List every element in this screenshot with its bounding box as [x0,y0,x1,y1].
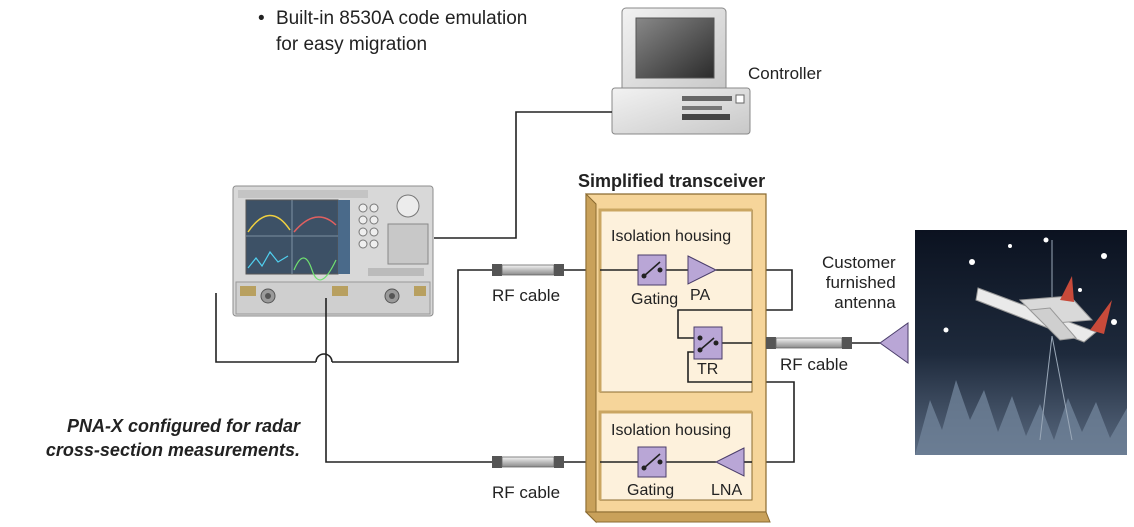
feature-bullet: • Built-in 8530A code emulation for easy… [258,6,527,58]
caption-line-2: cross-section measurements. [45,440,300,460]
pa-amplifier-icon [687,255,718,285]
bullet-line-2: for easy migration [276,34,428,55]
bullet-symbol: • [258,8,265,29]
caption-line-1: PNA-X configured for radar [66,416,300,436]
bullet-line-1: Built-in 8530A code emulation [275,8,528,29]
rf-cable-label-3: RF cable [492,483,561,502]
gating-switch-top [637,254,667,286]
controller-computer-icon [611,7,751,135]
tr-switch [693,326,723,360]
isolation-housing-bottom [598,410,753,501]
rf-cable-label-1: RF cable [492,286,561,305]
rf-cable-label-2: RF cable [780,355,849,374]
rf-cable-2-icon [766,337,852,349]
antenna-label-line-1: Customer [822,253,896,272]
figure-caption: PNA-X configured for radar cross-section… [46,414,300,462]
antenna-icon [879,322,909,364]
housing-bottom-label: Isolation housing [611,422,732,439]
lna-label: LNA [711,482,743,499]
transceiver-title: Simplified transceiver [578,171,766,191]
antenna-label-line-3: antenna [834,293,896,312]
gating-top-label: Gating [631,291,679,308]
wire-crossover [315,353,333,363]
controller-label: Controller [748,64,822,83]
isolation-housing-top [598,208,753,393]
wire-tx-to-cable [332,269,492,363]
wire-tx-loop [215,293,316,363]
gating-switch-bottom [637,446,667,478]
radar-chamber-photo [915,230,1127,455]
antenna-label: Customer furnished antenna [822,253,896,313]
wire-rx-return [325,298,492,463]
antenna-label-line-2: furnished [825,273,896,292]
gating-bottom-label: Gating [627,482,675,499]
wire-controller-to-analyzer [434,111,612,239]
network-analyzer-icon [232,185,434,317]
pa-label: PA [690,287,711,304]
rf-cable-1-icon [492,264,564,276]
rf-cable-3-icon [492,456,564,468]
tr-label: TR [697,361,719,378]
lna-amplifier-icon [714,447,745,477]
housing-top-label: Isolation housing [611,228,732,245]
